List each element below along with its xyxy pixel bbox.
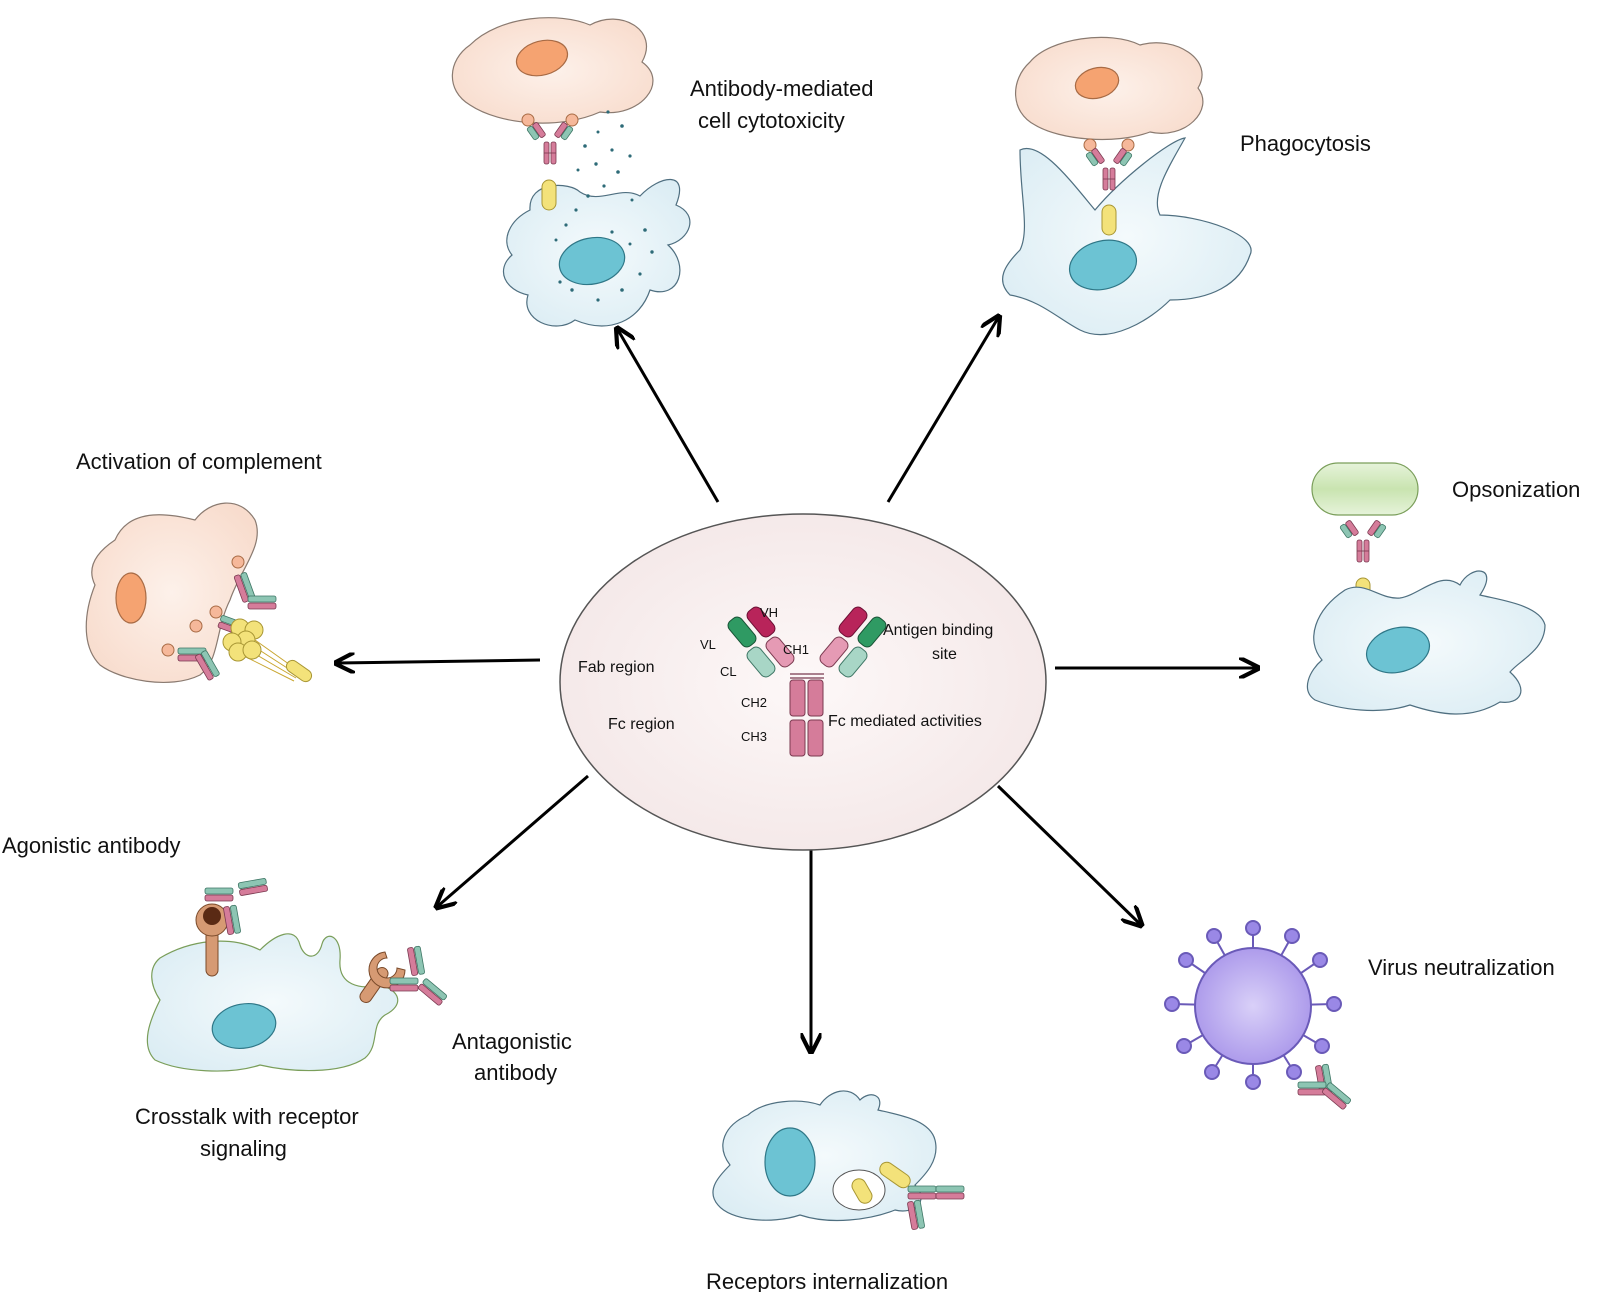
label-ch3: CH3 <box>741 729 767 744</box>
ch2-domain <box>789 679 806 717</box>
virus-neutralization-illustration: Virus neutralization <box>1164 920 1555 1111</box>
target-cell <box>85 502 258 684</box>
label-internalization: Receptors internalization <box>706 1269 948 1292</box>
label-phagocytosis: Phagocytosis <box>1240 131 1371 156</box>
label-antagonistic-1: Antagonistic <box>452 1029 572 1054</box>
cell <box>712 1090 937 1222</box>
label-cl: CL <box>720 664 737 679</box>
fc-receptor <box>541 179 557 211</box>
label-fc-mediated: Fc mediated activities <box>828 713 982 730</box>
label-ch1: CH1 <box>783 642 809 657</box>
nucleus <box>211 1003 277 1049</box>
label-complement: Activation of complement <box>76 449 322 474</box>
target-nucleus <box>115 572 147 624</box>
arrows <box>338 318 1256 1050</box>
receptor-signaling-illustration: Agonistic antibody Antagonistic antibody… <box>2 833 572 1161</box>
arrow-to-complement <box>338 660 541 663</box>
vl-domain-left <box>727 616 757 648</box>
granules <box>554 110 654 302</box>
nucleus <box>764 1127 816 1197</box>
label-antigen-binding-2: site <box>932 646 957 663</box>
label-adcc-2: cell cytotoxicity <box>698 108 845 133</box>
label-vl: VL <box>700 637 716 652</box>
arrow-to-virus <box>996 784 1140 924</box>
macrophage-nucleus <box>1365 626 1431 674</box>
pathogen <box>1311 462 1419 516</box>
label-antagonistic-2: antibody <box>474 1060 557 1085</box>
fc-receptor <box>1101 204 1117 236</box>
label-crosstalk-1: Crosstalk with receptor <box>135 1104 359 1129</box>
cell <box>146 933 399 1072</box>
target-nucleus <box>515 39 569 77</box>
ch3-domain <box>789 719 806 757</box>
igg-antibody <box>727 606 887 757</box>
vh-domain-right <box>838 606 868 638</box>
macrophage <box>1002 137 1252 336</box>
adcc-illustration: Antibody-mediated cell cytotoxicity <box>451 17 873 327</box>
label-agonistic: Agonistic antibody <box>2 833 181 858</box>
agonist-receptor <box>195 903 229 977</box>
macrophage-nucleus <box>1068 239 1138 291</box>
label-vh: VH <box>760 605 778 620</box>
label-adcc-1: Antibody-mediated <box>690 76 873 101</box>
vh-domain-left <box>746 606 776 638</box>
virus-capsid <box>1194 947 1312 1065</box>
cl-domain-left <box>746 646 776 678</box>
label-ch2: CH2 <box>741 695 767 710</box>
arrow-to-receptor-signaling <box>438 774 589 906</box>
center-antibody-structure: VH VL CH1 CL CH2 CH3 Fab region Fc regio… <box>559 513 1047 851</box>
label-virus: Virus neutralization <box>1368 955 1555 980</box>
label-opsonization: Opsonization <box>1452 477 1580 502</box>
opsonization-illustration: Opsonization <box>1306 462 1580 715</box>
arrow-to-adcc <box>618 330 720 503</box>
phagocytosis-illustration: Phagocytosis <box>1002 36 1371 336</box>
complement-illustration: Activation of complement <box>76 449 322 684</box>
cl-domain-right <box>838 646 868 678</box>
target-nucleus <box>1074 66 1120 100</box>
ch1-domain-left <box>765 636 795 668</box>
vl-domain-right <box>857 616 887 648</box>
nk-nucleus <box>558 236 626 286</box>
label-fc-region: Fc region <box>608 716 675 733</box>
label-antigen-binding-1: Antigen binding <box>883 622 993 639</box>
ch1-domain-right <box>819 636 849 668</box>
receptor <box>879 1161 911 1189</box>
label-fab-region: Fab region <box>578 659 655 676</box>
arrow-to-phagocytosis <box>886 318 998 503</box>
internalization-illustration: Receptors internalization <box>706 1090 965 1292</box>
c1q-complex <box>222 618 313 683</box>
label-crosstalk-2: signaling <box>200 1136 287 1161</box>
